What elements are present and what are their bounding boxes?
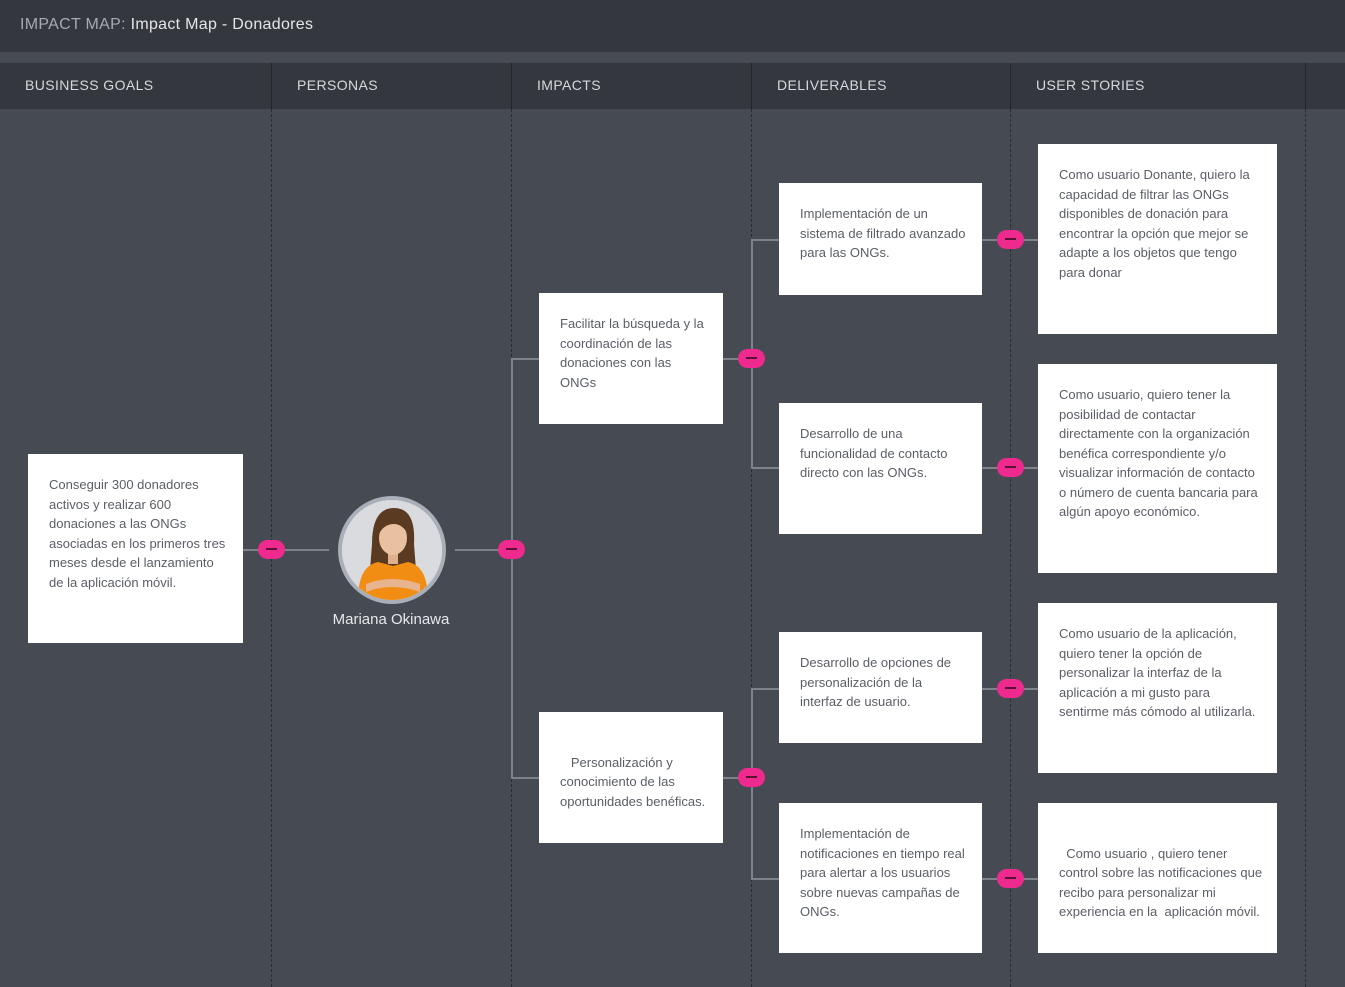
connector-impact1-deliverables xyxy=(723,358,752,360)
impact-card[interactable]: Facilitar la búsqueda y la coordinación … xyxy=(539,293,723,424)
connector-impact2-deliverables xyxy=(723,777,752,779)
column-header-business-goals: BUSINESS GOALS xyxy=(0,63,272,109)
user-story-text: Como usuario, quiero tener la posibilida… xyxy=(1059,387,1258,519)
collapse-minus-icon[interactable] xyxy=(738,349,765,368)
connector-deliverable-1 xyxy=(751,239,779,241)
connector-impacts-branch xyxy=(511,358,513,779)
column-header-personas: PERSONAS xyxy=(272,63,512,109)
user-story-card[interactable]: Como usuario, quiero tener la posibilida… xyxy=(1038,364,1277,573)
collapse-minus-icon[interactable] xyxy=(738,768,765,787)
collapse-minus-icon[interactable] xyxy=(997,679,1024,698)
title-bar: IMPACT MAP: Impact Map - Donadores xyxy=(0,0,1345,52)
deliverable-text: Implementación de un sistema de filtrado… xyxy=(800,206,966,260)
map-title: IMPACT MAP: Impact Map - Donadores xyxy=(20,16,313,34)
column-header-impacts: IMPACTS xyxy=(512,63,752,109)
connector-impact-2 xyxy=(511,777,539,779)
column-divider xyxy=(1010,109,1011,987)
deliverable-text: Desarrollo de una funcionalidad de conta… xyxy=(800,426,948,480)
column-divider xyxy=(1305,109,1306,987)
impact-text: Personalización y conocimiento de las op… xyxy=(560,754,706,809)
deliverable-text: Implementación de notificaciones en tiem… xyxy=(800,826,965,919)
map-title-text: Impact Map - Donadores xyxy=(130,16,314,33)
impact-text: Facilitar la búsqueda y la coordinación … xyxy=(560,316,704,390)
persona-avatar[interactable] xyxy=(338,496,446,604)
collapse-minus-icon[interactable] xyxy=(258,540,285,559)
connector-persona-impacts xyxy=(455,549,512,551)
column-header-user-stories: USER STORIES xyxy=(1011,63,1306,109)
deliverable-card[interactable]: Implementación de notificaciones en tiem… xyxy=(779,803,982,953)
user-story-text: Como usuario de la aplicación, quiero te… xyxy=(1059,626,1256,719)
connector-goal-persona xyxy=(243,549,329,551)
collapse-minus-icon[interactable] xyxy=(997,230,1024,249)
deliverable-card[interactable]: Implementación de un sistema de filtrado… xyxy=(779,183,982,295)
deliverable-text: Desarrollo de opciones de personalizació… xyxy=(800,655,952,709)
user-story-card[interactable]: Como usuario Donante, quiero la capacida… xyxy=(1038,144,1277,334)
avatar-image xyxy=(342,500,442,600)
column-header-deliverables: DELIVERABLES xyxy=(752,63,1011,109)
column-divider xyxy=(751,109,752,987)
business-goal-text: Conseguir 300 donadores activos y realiz… xyxy=(49,477,226,590)
deliverable-card[interactable]: Desarrollo de opciones de personalizació… xyxy=(779,632,982,743)
user-story-card[interactable]: Como usuario , quiero tener control sobr… xyxy=(1038,803,1277,953)
connector-impact-1 xyxy=(511,358,539,360)
collapse-minus-icon[interactable] xyxy=(997,458,1024,477)
map-title-prefix: IMPACT MAP: xyxy=(20,16,126,33)
collapse-minus-icon[interactable] xyxy=(997,869,1024,888)
header-spacer xyxy=(0,52,1345,63)
user-story-text: Como usuario Donante, quiero la capacida… xyxy=(1059,167,1250,280)
user-story-text: Como usuario , quiero tener control sobr… xyxy=(1059,845,1266,920)
impact-card[interactable]: Personalización y conocimiento de las op… xyxy=(539,712,723,843)
column-header-bar: BUSINESS GOALS PERSONAS IMPACTS DELIVERA… xyxy=(0,63,1345,109)
user-story-card[interactable]: Como usuario de la aplicación, quiero te… xyxy=(1038,603,1277,773)
deliverable-card[interactable]: Desarrollo de una funcionalidad de conta… xyxy=(779,403,982,534)
connector-deliverable-3 xyxy=(751,688,779,690)
collapse-minus-icon[interactable] xyxy=(498,540,525,559)
connector-deliverable-4 xyxy=(751,878,779,880)
persona-name: Mariana Okinawa xyxy=(332,611,450,628)
connector-deliverable-2 xyxy=(751,467,779,469)
persona-portrait-icon xyxy=(342,500,442,600)
business-goal-card[interactable]: Conseguir 300 donadores activos y realiz… xyxy=(28,454,243,643)
